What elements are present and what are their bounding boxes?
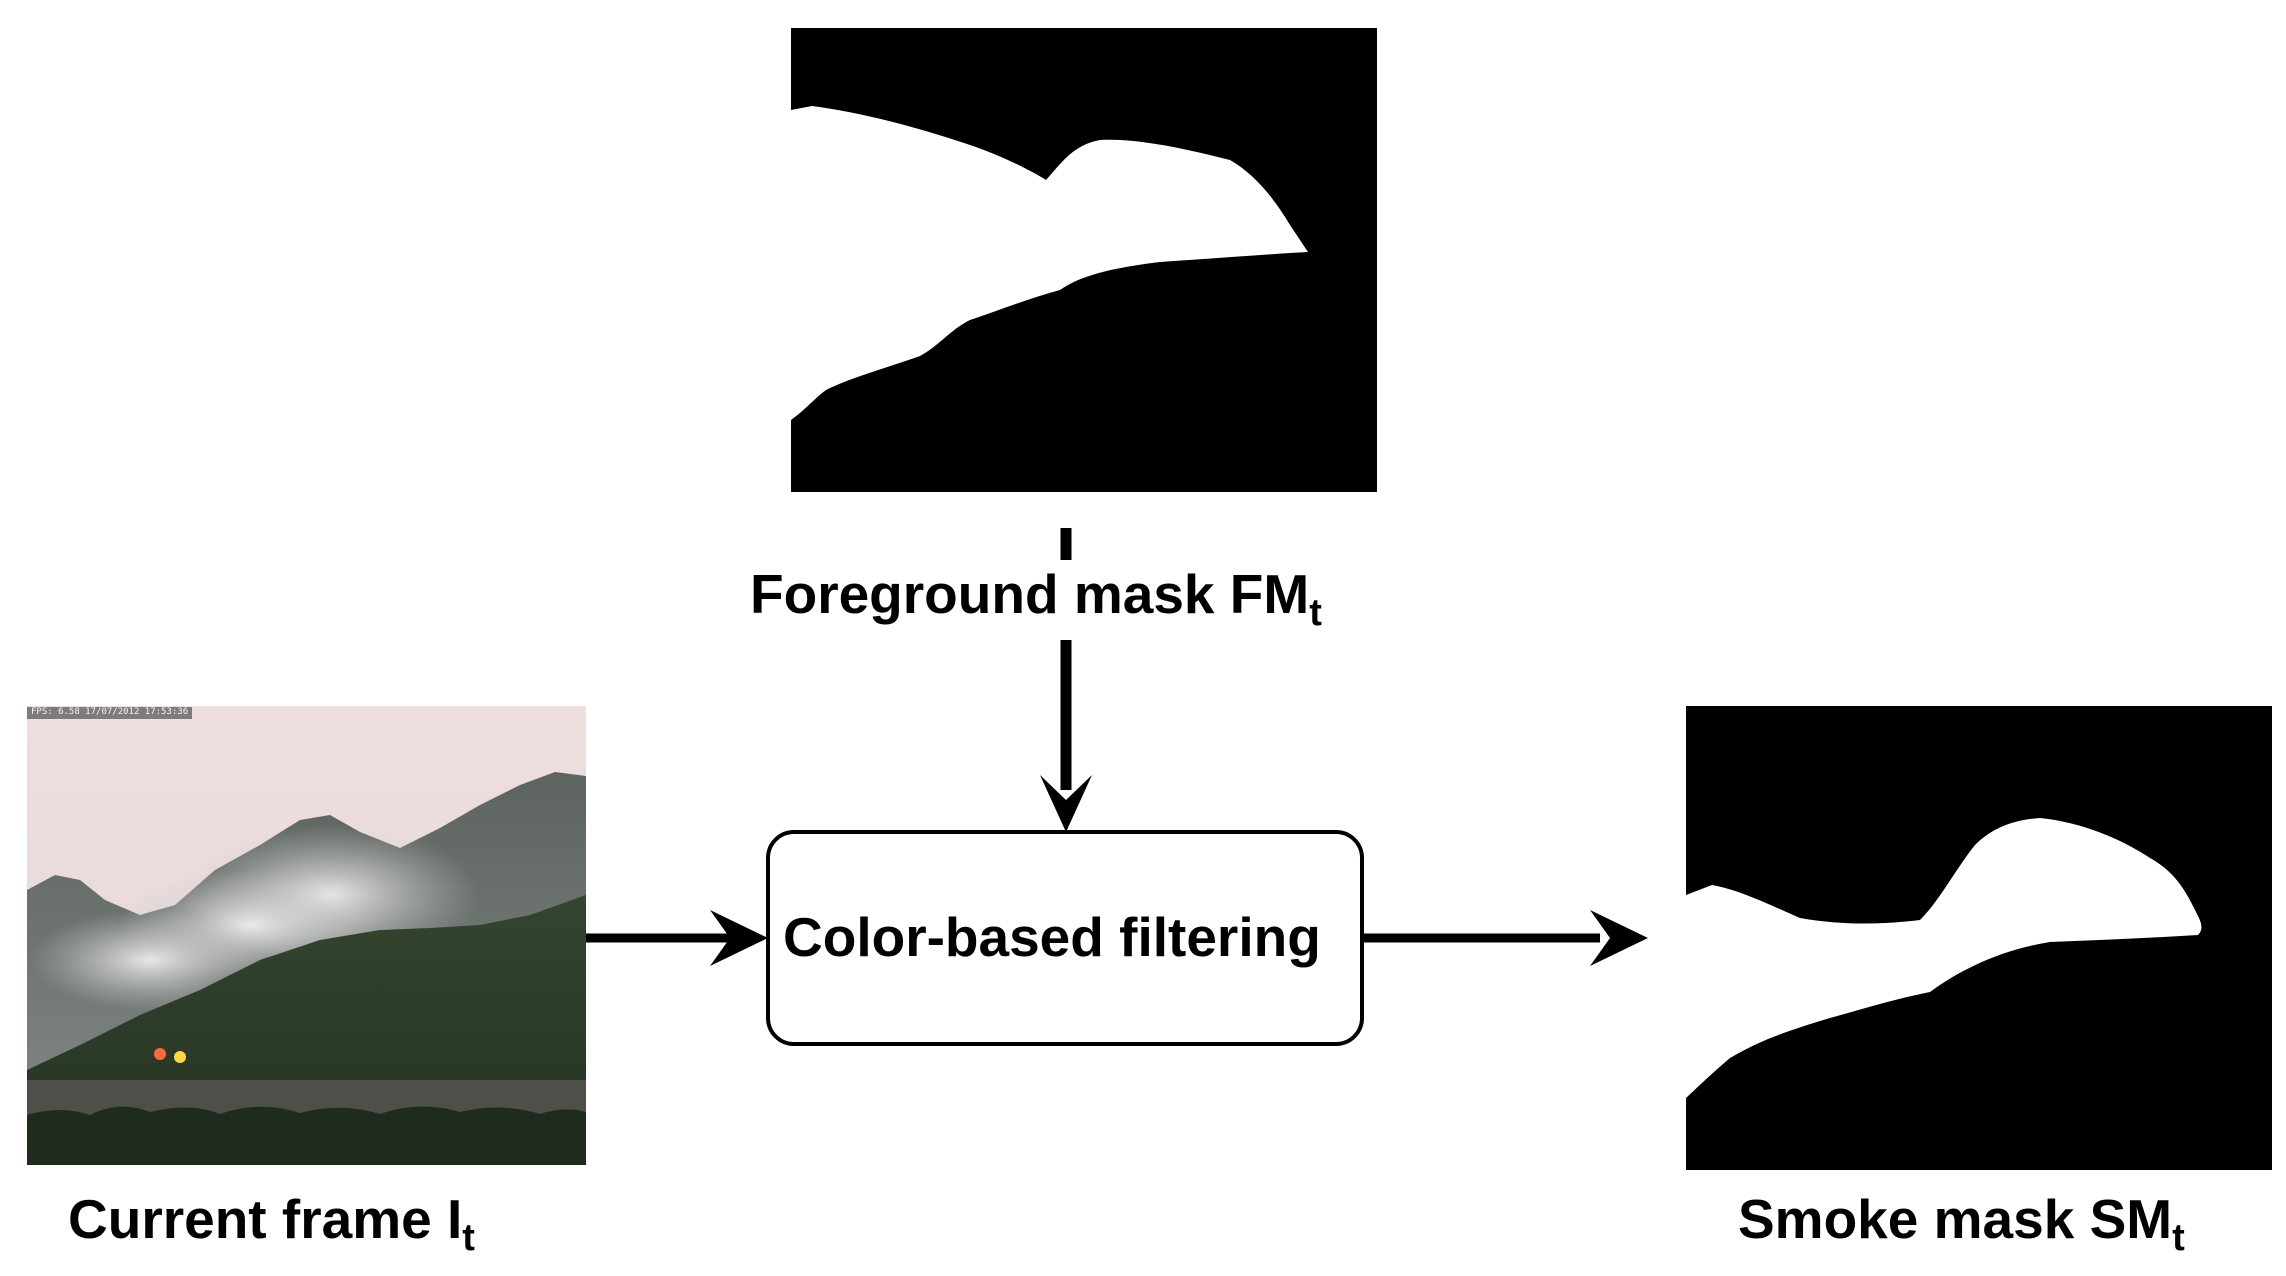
foreground-mask-caption-sub: t: [1309, 592, 1322, 634]
arrow-frame-to-filter: [586, 910, 768, 966]
smoke-mask-caption-text: Smoke mask SM: [1738, 1188, 2173, 1250]
foreground-mask-caption-text: Foreground mask FM: [750, 563, 1310, 625]
smoke-mask-blob: [1686, 818, 2202, 1098]
foreground-mask-caption: Foreground mask FMt: [750, 567, 1322, 634]
arrow-filter-to-smoke-mask: [1362, 910, 1648, 966]
current-frame-caption-sub: t: [462, 1217, 475, 1259]
smoke-mask-caption-sub: t: [2172, 1217, 2185, 1259]
smoke-mask-caption: Smoke mask SMt: [1738, 1192, 2185, 1259]
frame-timestamp: FPS: 6.58 17/07/2012 17:53:36: [27, 707, 193, 719]
arrow-mask-to-filter: [1040, 528, 1092, 832]
smoke-mask-image: [1686, 706, 2272, 1170]
foreground-mask-blob: [791, 106, 1308, 420]
current-frame-caption-text: Current frame I: [68, 1188, 463, 1250]
foreground-mask-image: [791, 28, 1377, 492]
tree-line: [27, 1106, 586, 1165]
current-frame-image: [27, 706, 586, 1165]
light-glare: [154, 1048, 166, 1060]
current-frame-caption: Current frame It: [68, 1192, 475, 1259]
process-box-label: Color-based filtering: [783, 906, 1321, 968]
